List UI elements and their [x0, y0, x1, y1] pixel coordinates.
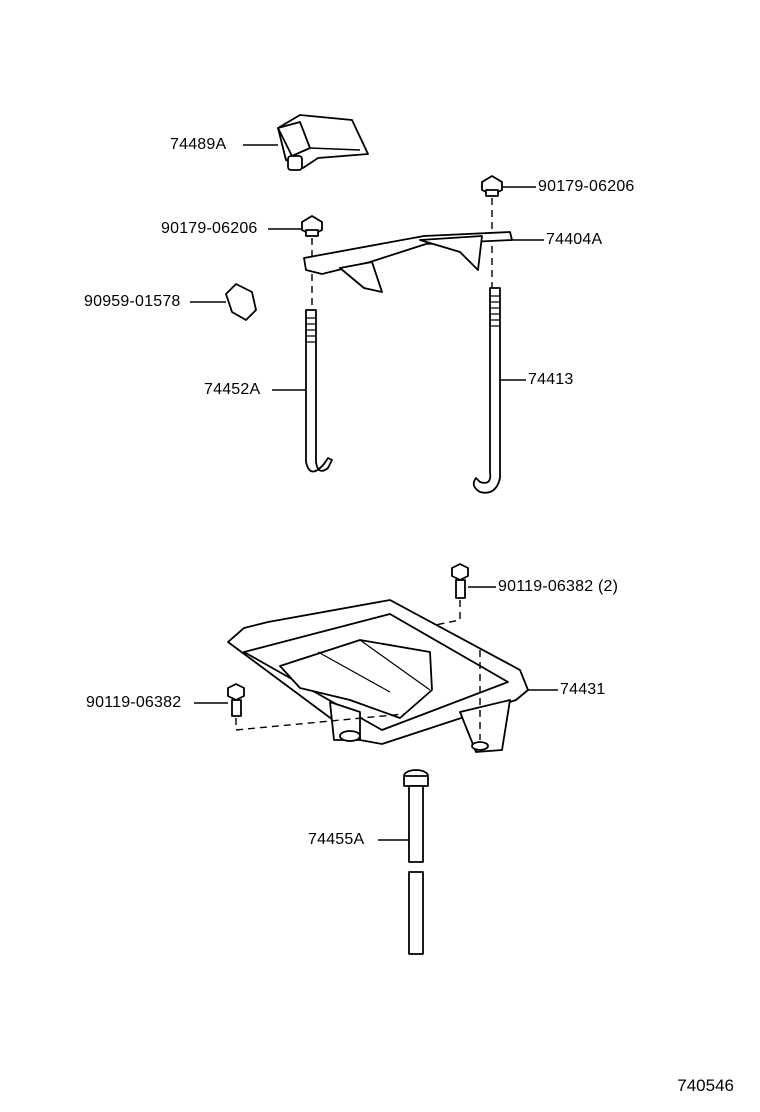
part-label-74431: 74431: [560, 681, 606, 698]
part-label-74489a: 74489A: [170, 136, 227, 153]
part-label-90119-06382: 90119-06382: [86, 694, 182, 711]
clip-90959-drawing: [190, 283, 257, 321]
figure-number: 740546: [677, 1076, 734, 1095]
bolt-74455a-drawing: [378, 769, 429, 955]
part-label-74413: 74413: [528, 371, 574, 388]
part-74489a-drawing: [243, 114, 369, 171]
tray-74431-drawing: [227, 599, 558, 753]
rod-74413-drawing: [472, 287, 526, 494]
part-label-90179-06206-left: 90179-06206: [161, 220, 258, 237]
part-label-90119-06382-2: 90119-06382 (2): [498, 578, 619, 595]
bolt-90119-left-drawing: [194, 683, 405, 731]
part-label-90179-06206-right: 90179-06206: [538, 178, 635, 195]
part-label-90959-01578: 90959-01578: [84, 293, 181, 310]
nut-90179-left-drawing: [268, 215, 323, 308]
part-label-74404a: 74404A: [546, 231, 603, 248]
rod-74452a-drawing: [272, 309, 333, 473]
bracket-74404a-drawing: [303, 231, 544, 293]
part-label-74455a: 74455A: [308, 831, 365, 848]
part-label-74452a: 74452A: [204, 381, 261, 398]
nut-90179-right-drawing: [481, 175, 536, 290]
